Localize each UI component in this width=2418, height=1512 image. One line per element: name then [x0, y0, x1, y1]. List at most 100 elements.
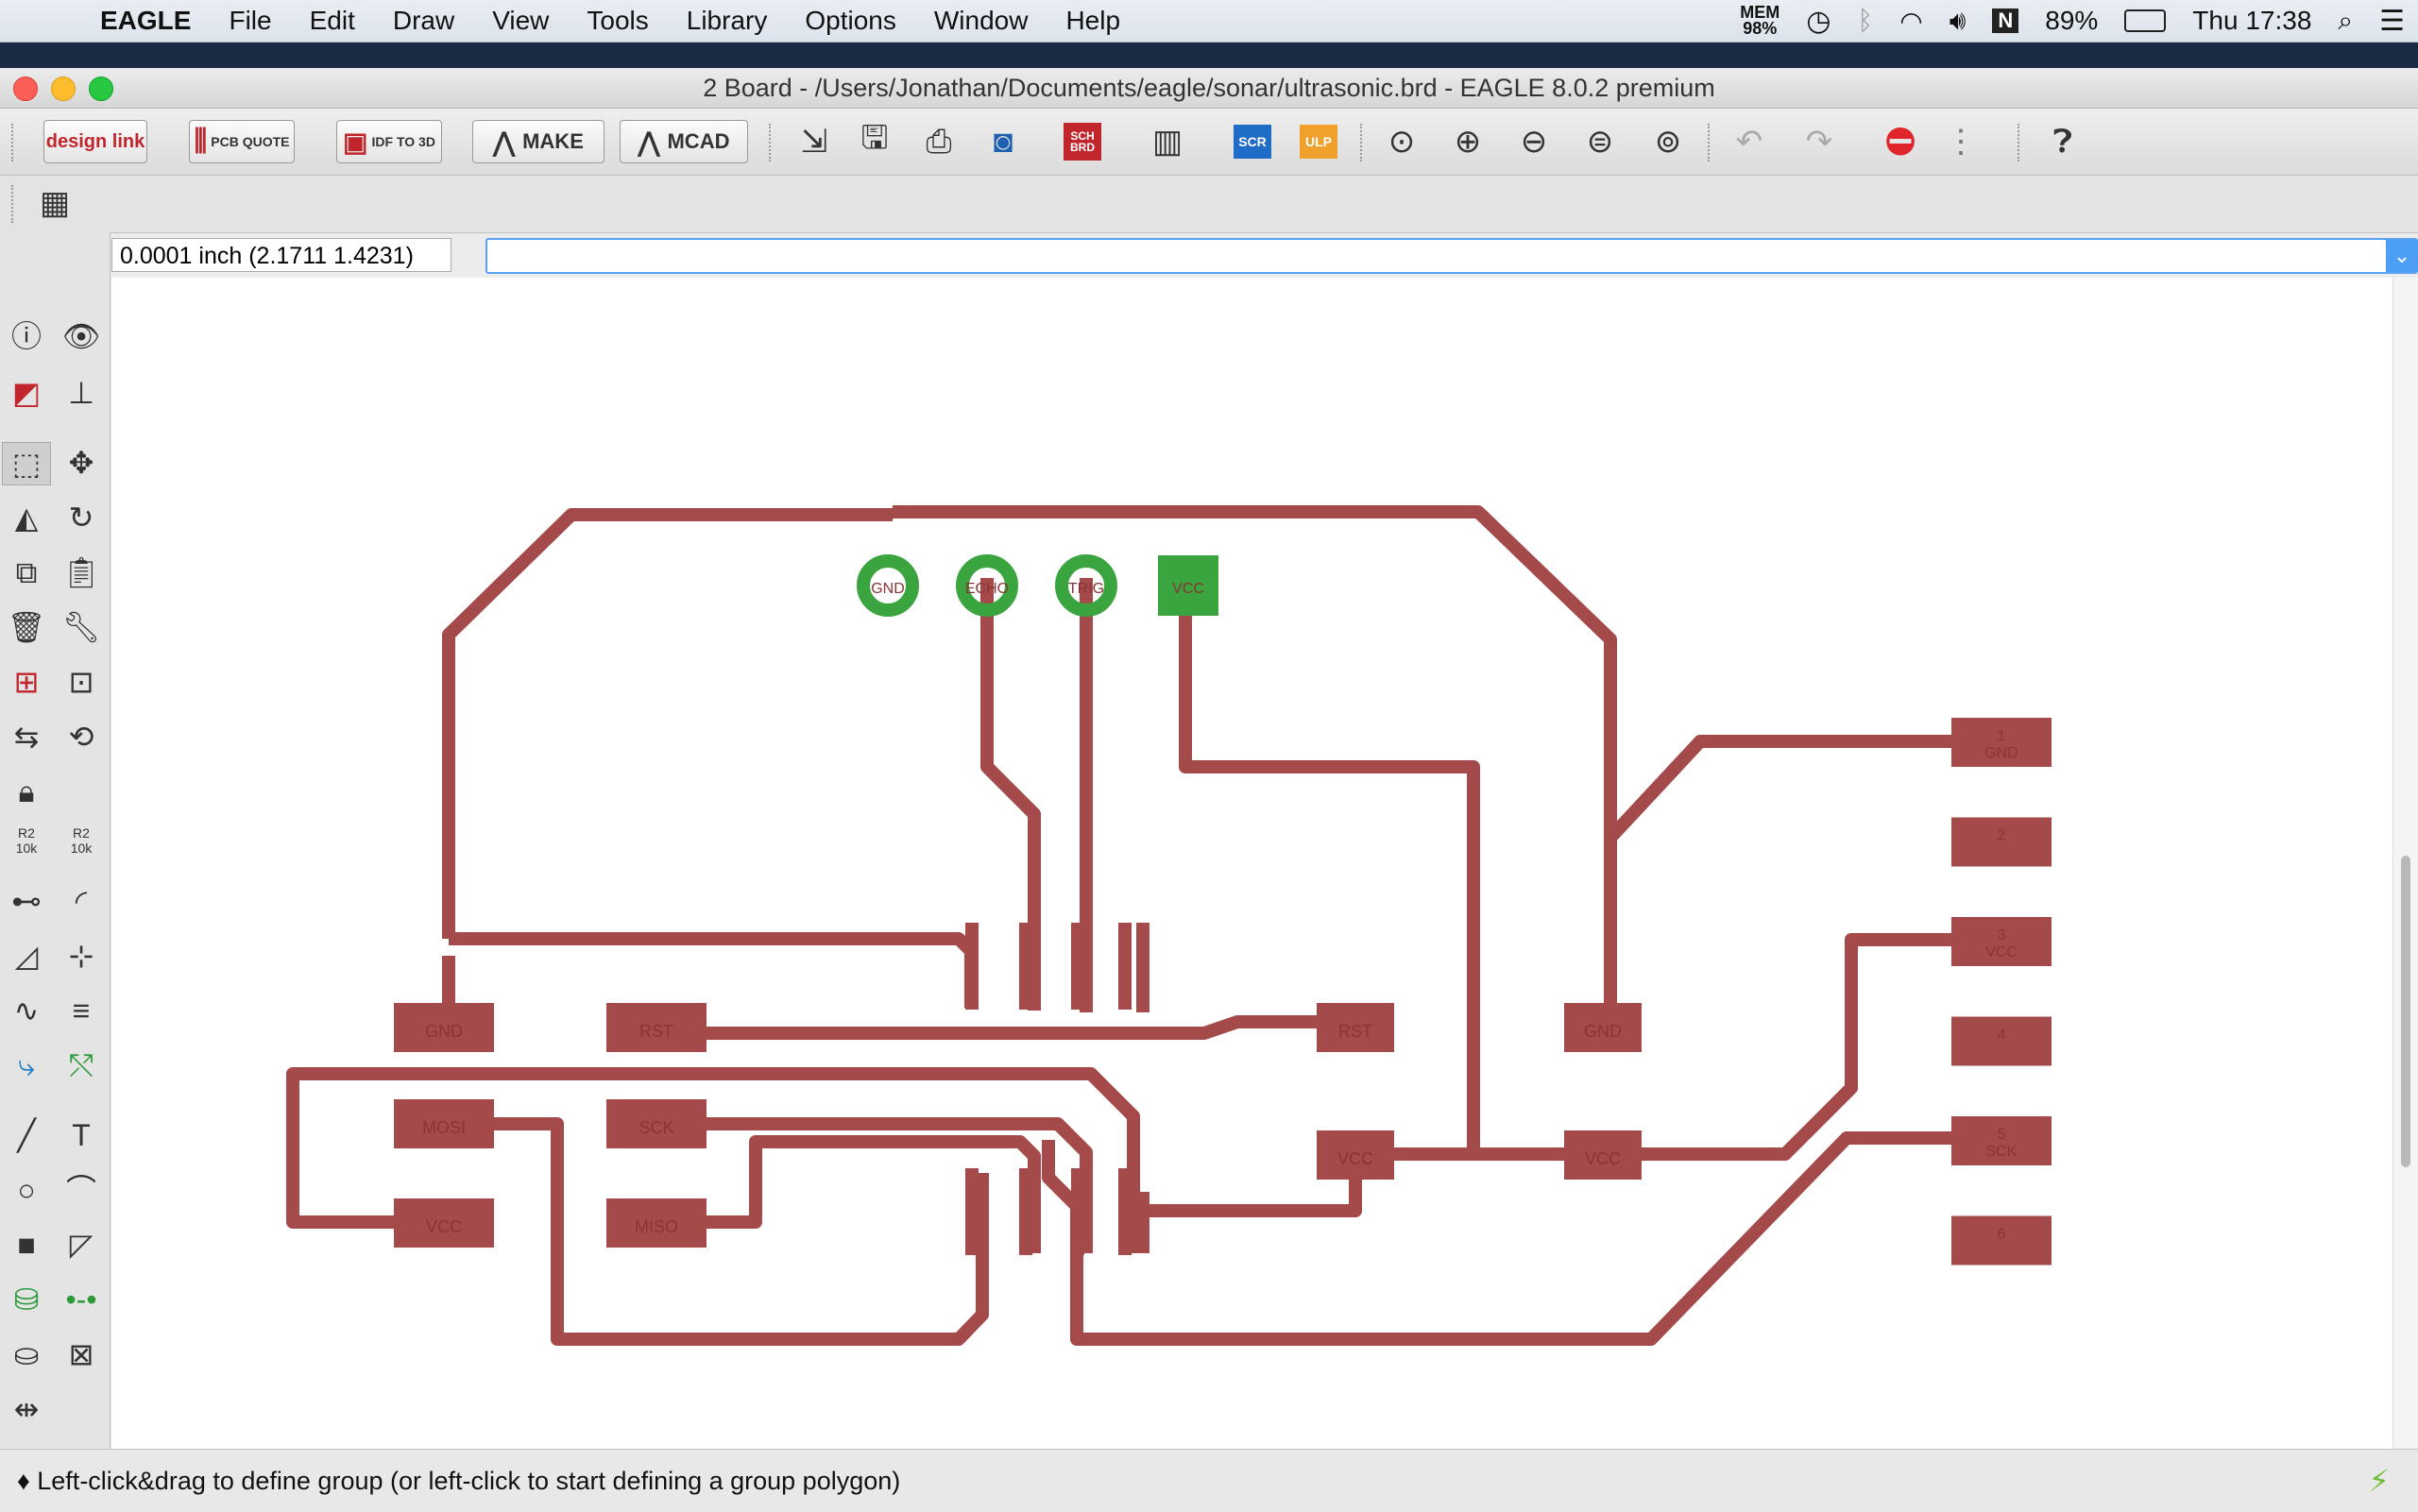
execute-script-button[interactable]: SCR: [1234, 125, 1271, 159]
lock-rotate-icon[interactable]: ⟲: [68, 720, 94, 754]
mid-pad[interactable]: [1317, 1130, 1394, 1180]
zoom-area-icon[interactable]: ⊚: [1654, 124, 1682, 160]
menu-draw[interactable]: Draw: [392, 6, 455, 35]
header-via[interactable]: [1055, 554, 1117, 617]
menu-edit[interactable]: Edit: [309, 6, 355, 35]
ic-pin-top[interactable]: [1019, 923, 1032, 1010]
display-layers-icon[interactable]: ◩: [11, 376, 42, 410]
length-icon[interactable]: ≡: [72, 994, 91, 1028]
help-icon[interactable]: ❓︎: [2052, 123, 2073, 160]
menu-options[interactable]: Options: [805, 6, 896, 35]
clock[interactable]: Thu 17:38: [2192, 6, 2312, 35]
paste-icon[interactable]: 📋︎: [61, 555, 101, 589]
via-icon[interactable]: ⛁: [13, 1283, 40, 1317]
connector-pad[interactable]: [1951, 1016, 2052, 1066]
bluetooth-icon[interactable]: ᛒ: [1857, 6, 1874, 35]
menu-file[interactable]: File: [229, 6, 272, 35]
replace-icon[interactable]: ⊡: [68, 665, 94, 699]
undo-icon[interactable]: ↶: [1735, 124, 1763, 160]
copper-trace[interactable]: [1042, 1131, 1993, 1346]
menu-window[interactable]: Window: [933, 6, 1029, 35]
volume-icon[interactable]: 🔊︎: [1949, 5, 1967, 35]
connector-pad[interactable]: [1951, 817, 2052, 867]
library-icon[interactable]: ▥: [1151, 124, 1183, 160]
ic-pin-top[interactable]: [1118, 923, 1132, 1010]
ic-pin-bottom[interactable]: [1118, 1168, 1132, 1255]
menu-view[interactable]: View: [492, 6, 550, 35]
copper-trace[interactable]: [699, 1135, 1041, 1253]
rectangle-icon[interactable]: ■: [17, 1228, 36, 1262]
mark-icon[interactable]: ⊥: [68, 376, 94, 410]
ic-pin-top[interactable]: [1071, 923, 1084, 1010]
copper-trace[interactable]: [656, 1117, 1093, 1253]
zoom-redraw-icon[interactable]: ⊜: [1586, 124, 1614, 160]
open-file-icon[interactable]: ⇲: [800, 124, 828, 160]
info-icon[interactable]: ⓘ: [10, 319, 42, 353]
route-icon[interactable]: ⤷: [18, 1048, 35, 1082]
meander-icon[interactable]: ∿: [13, 994, 40, 1028]
delete-icon[interactable]: 🗑︎: [7, 610, 46, 644]
stop-icon[interactable]: ⛔︎: [1884, 121, 1916, 161]
change-wrench-icon[interactable]: 🔧︎: [61, 610, 101, 644]
design-link-button[interactable]: design link: [43, 120, 147, 163]
attribute-icon[interactable]: ⊠: [68, 1337, 94, 1371]
header-via-square[interactable]: [1158, 555, 1218, 616]
idf-to-3d-button[interactable]: ▣IDF TO 3D: [336, 120, 442, 163]
polygon-icon[interactable]: ◸: [69, 1228, 94, 1262]
ic-pin-bottom[interactable]: [1019, 1168, 1032, 1255]
split-icon[interactable]: ◿: [14, 939, 39, 973]
connector-pad[interactable]: [1951, 917, 2052, 966]
go-icon[interactable]: ⋮: [1945, 124, 1977, 160]
menu-help[interactable]: Help: [1065, 6, 1121, 35]
arc-icon[interactable]: ⌒: [65, 1173, 96, 1207]
copper-trace[interactable]: [442, 508, 894, 939]
show-icon[interactable]: 👁︎: [61, 319, 101, 353]
redo-icon[interactable]: ↷: [1805, 124, 1833, 160]
copper-trace[interactable]: [449, 932, 978, 1008]
copper-trace[interactable]: [980, 578, 1041, 1011]
copy-icon[interactable]: ⧉: [15, 555, 38, 589]
cam-processor-icon[interactable]: ◙: [993, 123, 1013, 160]
command-line-input[interactable]: [485, 238, 2418, 274]
header-via[interactable]: [857, 554, 919, 617]
isp-pad[interactable]: [394, 1003, 494, 1052]
connector-pad[interactable]: [1951, 718, 2052, 767]
smash-icon[interactable]: ⊷: [11, 884, 42, 918]
isp-pad[interactable]: [606, 1003, 707, 1052]
ripup-icon[interactable]: ⤲: [69, 1048, 94, 1082]
rotate-icon[interactable]: ↻: [68, 501, 94, 535]
group-select-icon[interactable]: ⬚: [2, 442, 51, 485]
zoom-fit-icon[interactable]: ⊙: [1388, 124, 1416, 160]
make-button[interactable]: ⋀MAKE: [472, 120, 604, 163]
minimize-window-button[interactable]: [51, 76, 76, 101]
mcad-button[interactable]: ⋀MCAD: [620, 120, 748, 163]
battery-icon[interactable]: [2124, 9, 2167, 32]
isp-pad[interactable]: [394, 1099, 494, 1148]
zoom-in-icon[interactable]: ⊕: [1454, 124, 1482, 160]
connector-pad[interactable]: [1951, 1116, 2052, 1165]
right-pad[interactable]: [1564, 1003, 1642, 1052]
n-app-icon[interactable]: N: [1992, 8, 2019, 33]
add-part-icon[interactable]: ⊞: [13, 665, 40, 699]
isp-pad[interactable]: [606, 1198, 707, 1248]
miter-icon[interactable]: ◜: [75, 884, 88, 918]
print-icon[interactable]: ⎙: [926, 123, 952, 160]
zoom-out-icon[interactable]: ⊖: [1520, 124, 1548, 160]
menu-app-name[interactable]: EAGLE: [100, 6, 192, 35]
right-pad[interactable]: [1564, 1130, 1642, 1180]
notification-center-icon[interactable]: ☰: [2379, 5, 2405, 37]
mid-pad[interactable]: [1317, 1003, 1394, 1052]
save-icon[interactable]: 🖫︎: [860, 119, 889, 156]
lock-icon[interactable]: 🔒︎: [18, 774, 35, 808]
signal-icon[interactable]: •‑•: [65, 1283, 97, 1317]
copper-trace[interactable]: [1605, 735, 1993, 842]
time-machine-icon[interactable]: ◷: [1806, 5, 1831, 37]
copper-trace[interactable]: [486, 1117, 989, 1346]
switch-to-schematic-button[interactable]: SCH BRD: [1064, 123, 1101, 161]
copper-trace[interactable]: [704, 1015, 1355, 1040]
menu-library[interactable]: Library: [686, 6, 768, 35]
wire-icon[interactable]: ╱: [17, 1118, 36, 1152]
